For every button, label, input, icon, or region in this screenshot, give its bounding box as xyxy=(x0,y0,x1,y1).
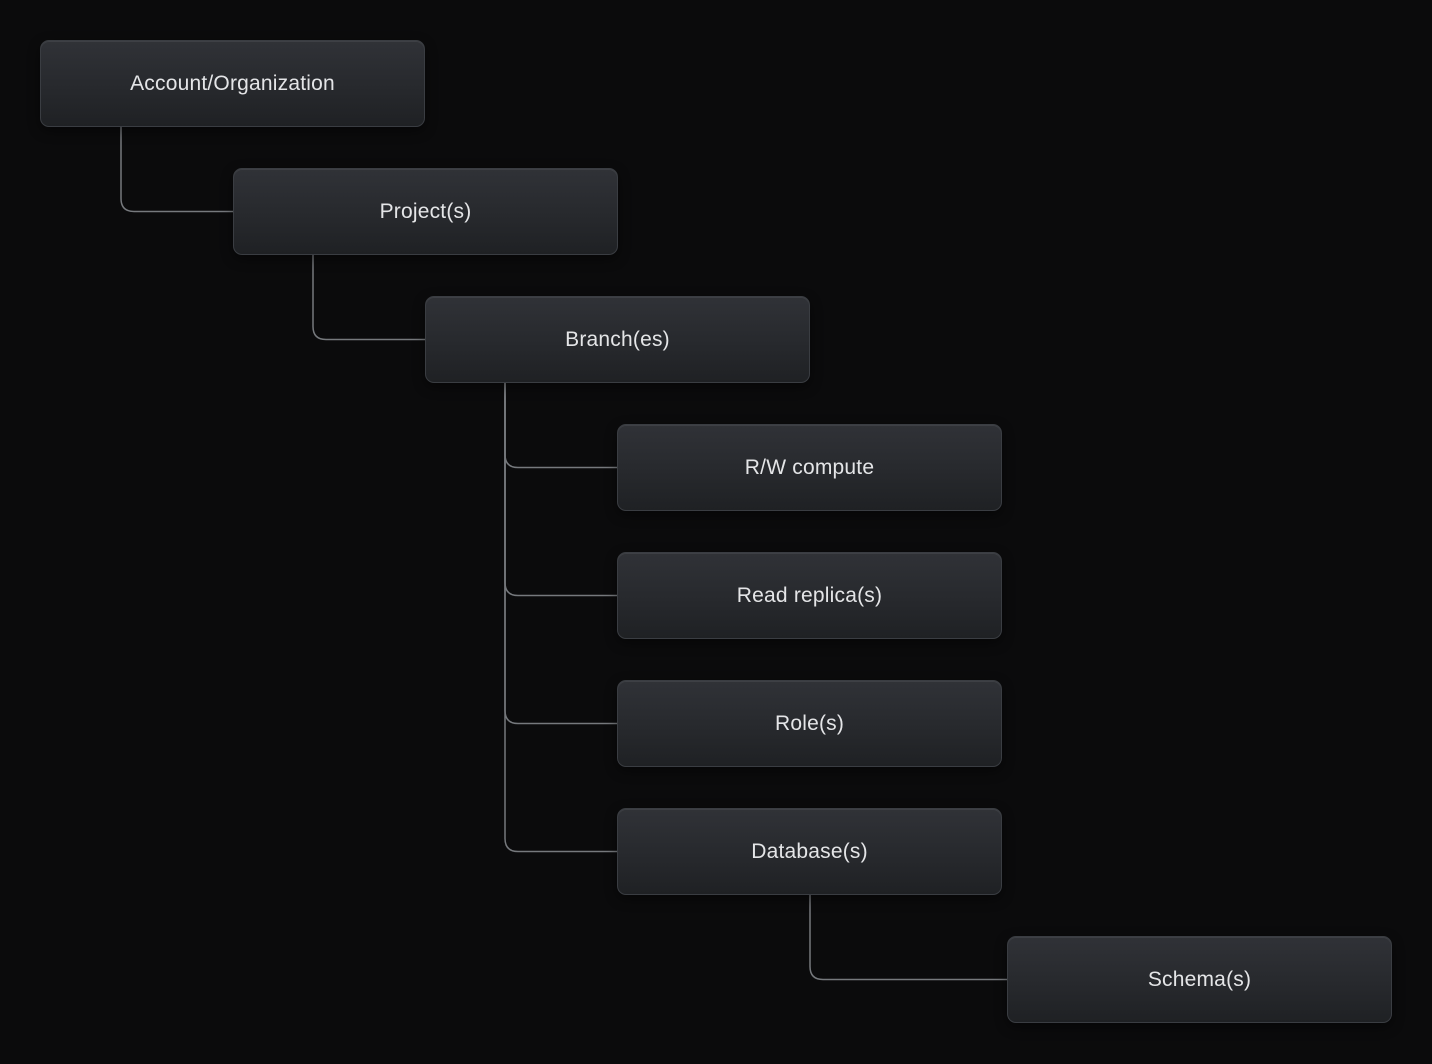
node-label-databases: Database(s) xyxy=(751,839,868,863)
diagram-node-databases: Database(s) xyxy=(617,808,1002,895)
connector-databases-to-schemas xyxy=(809,895,1007,981)
node-label-roles: Role(s) xyxy=(774,711,845,735)
connector-branches-to-databases xyxy=(504,383,617,853)
connector-branches-to-roles xyxy=(504,383,617,725)
diagram-node-rw-compute: R/W compute xyxy=(617,424,1002,511)
node-label-projects: Project(s) xyxy=(379,199,472,223)
connector-account-to-projects xyxy=(120,127,233,213)
connector-branches-to-rw-compute xyxy=(504,383,617,469)
diagram-node-projects: Project(s) xyxy=(233,168,618,255)
connector-branches-to-read-replicas xyxy=(504,383,617,597)
node-label-rw-compute: R/W compute xyxy=(744,455,875,479)
node-label-branches: Branch(es) xyxy=(565,327,670,351)
diagram-node-roles: Role(s) xyxy=(617,680,1002,767)
node-label-account-organization: Account/Organization xyxy=(130,71,335,95)
node-label-read-replicas: Read replica(s) xyxy=(736,583,883,607)
diagram-node-account-organization: Account/Organization xyxy=(40,40,425,127)
diagram-node-branches: Branch(es) xyxy=(425,296,810,383)
diagram-node-schemas: Schema(s) xyxy=(1007,936,1392,1023)
connector-projects-to-branches xyxy=(312,255,425,341)
diagram-node-read-replicas: Read replica(s) xyxy=(617,552,1002,639)
node-label-schemas: Schema(s) xyxy=(1147,967,1252,991)
